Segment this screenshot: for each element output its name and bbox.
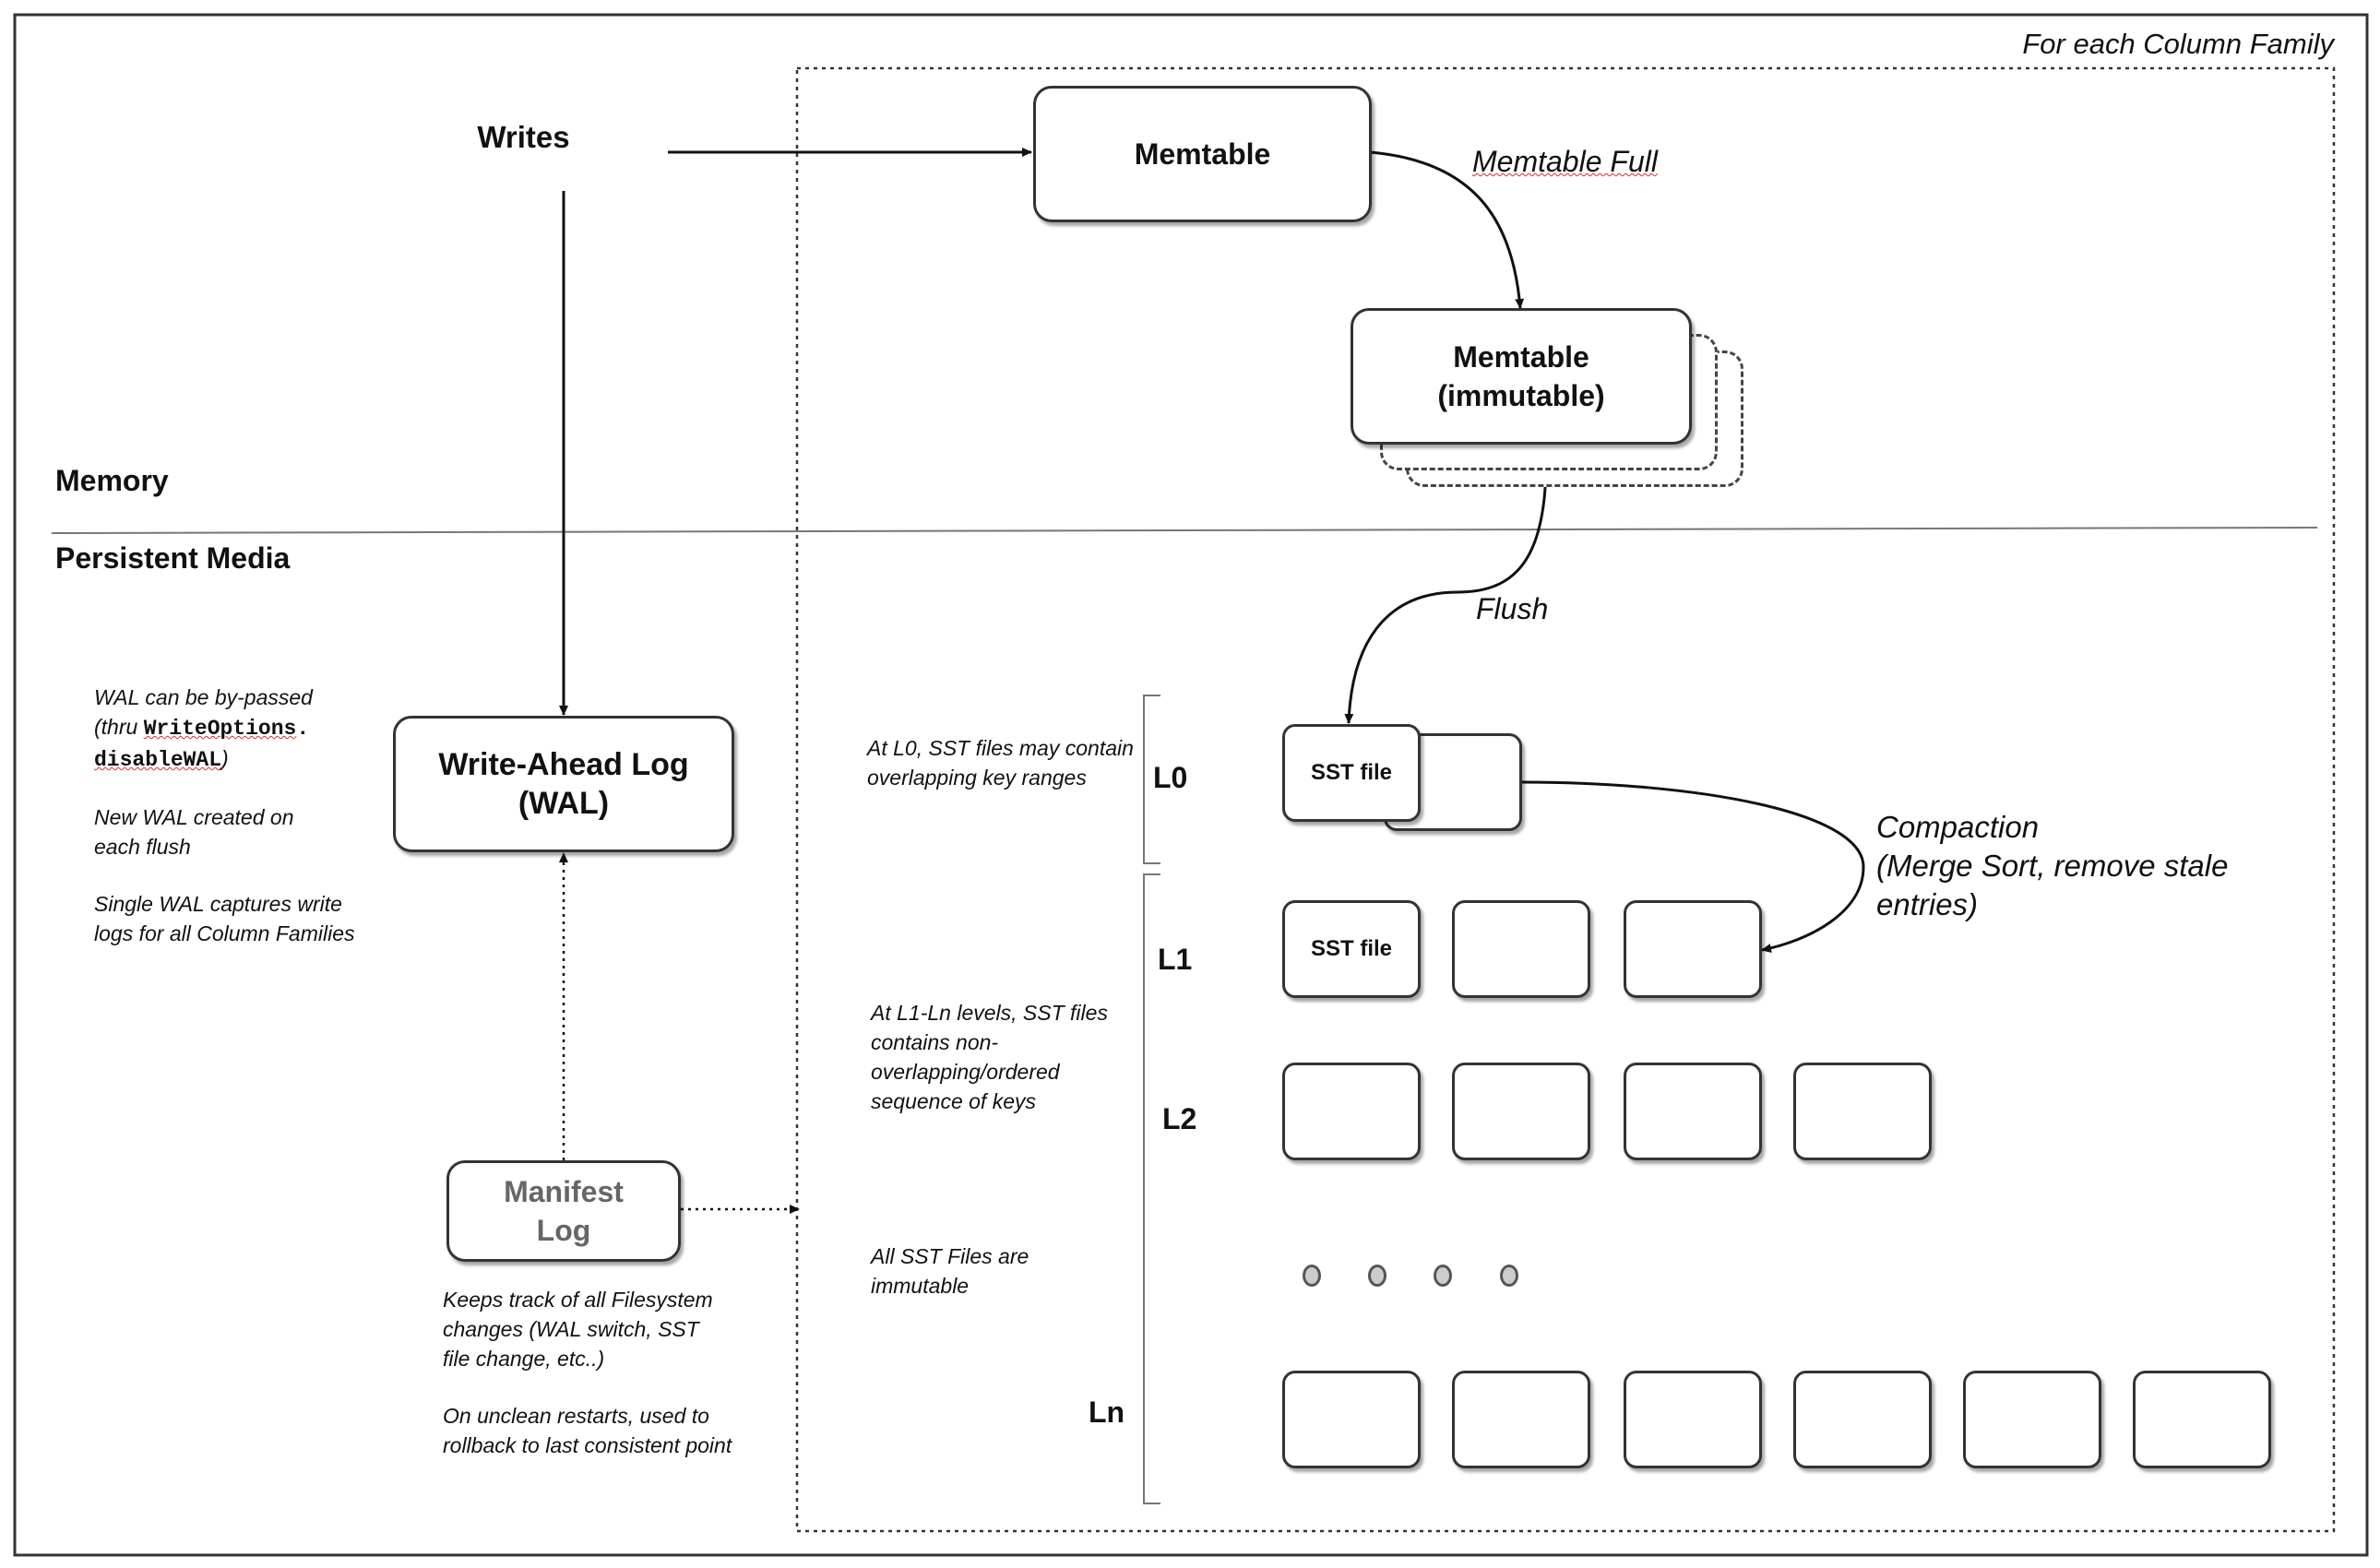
level-ln-label: Ln [1089,1396,1125,1429]
l1-ln-note: At L1-Ln levels, SST files contains non-… [871,1001,1108,1113]
ln-sst-file-6[interactable] [2133,1371,2271,1468]
flush-arrow [1344,460,1548,724]
compaction-arrow [1519,780,1865,953]
disable-wal-code: disableWAL [94,748,222,772]
wal-line1: Write-Ahead Log [438,747,689,782]
immutable-memtable-box[interactable]: Memtable (immutable) [1351,308,1692,445]
l0-sst-file-label: SST file [1310,760,1393,785]
wal-box[interactable]: Write-Ahead Log (WAL) [393,716,734,852]
compaction-line1: Compaction [1876,810,2040,844]
memory-persistent-divider [51,527,2318,534]
memtable-full-label: Memtable Full [1472,145,1658,178]
l0-bracket [1143,695,1160,864]
manifest-line2: Log [536,1214,591,1247]
level-l0-label: L0 [1153,761,1188,794]
l2-sst-file-4[interactable] [1793,1063,1932,1160]
write-options-code: WriteOptions [143,717,297,741]
l1-sst-file-label: SST file [1310,936,1393,961]
ln-sst-file-3[interactable] [1624,1371,1762,1468]
l1-ln-bracket [1143,873,1160,1504]
l2-sst-file-1[interactable] [1282,1063,1421,1160]
single-wal-note: Single WAL captures write logs for all C… [94,892,355,945]
wal-line2: (WAL) [518,786,610,821]
persistent-media-label: Persistent Media [55,541,291,575]
compaction-line2: (Merge Sort, remove stale [1876,849,2229,883]
ellipsis-dot [1303,1265,1321,1287]
memtable-label: Memtable [1134,137,1271,171]
manifest-notes: Keeps track of all Filesystem changes (W… [443,1285,756,1460]
l0-sst-file[interactable]: SST file [1282,724,1421,822]
column-family-region [795,66,2336,1533]
immutable-note: All SST Files are immutable [871,1244,1029,1298]
l2-sst-file-3[interactable] [1624,1063,1762,1160]
l1-sst-file-2[interactable] [1452,900,1590,998]
ln-sst-file-5[interactable] [1963,1371,2101,1468]
manifest-log-box[interactable]: Manifest Log [446,1160,681,1262]
compaction-label: Compaction (Merge Sort, remove stale ent… [1876,808,2228,924]
column-family-scope-label: For each Column Family [2022,28,2334,60]
ellipsis-dot [1500,1265,1518,1287]
compaction-line3: entries) [1876,887,1979,921]
l0-note: At L0, SST files may contain overlapping… [867,736,1134,790]
memtable-full-arrow [1369,150,1525,309]
l2-sst-file-2[interactable] [1452,1063,1590,1160]
level-l2-label: L2 [1162,1102,1197,1135]
l1-sst-file-1[interactable]: SST file [1282,900,1421,998]
writes-label: Writes [477,120,570,154]
wal-notes: WAL can be by-passed(thru WriteOptions.d… [94,683,371,948]
immutable-memtable-line1: Memtable [1453,340,1589,374]
manifest-track-note: Keeps track of all Filesystem changes (W… [443,1288,713,1371]
flush-label: Flush [1476,592,1549,625]
ln-sst-file-2[interactable] [1452,1371,1590,1468]
manifest-rollback-note: On unclean restarts, used to rollback to… [443,1404,732,1457]
level-l1-label: L1 [1158,943,1193,976]
ellipsis-dot [1434,1265,1452,1287]
manifest-line1: Manifest [504,1175,624,1208]
new-wal-note: New WAL created on each flush [94,805,294,859]
ellipsis-dot [1368,1265,1386,1287]
wal-bypass-note: WAL can be by-passed(thru WriteOptions.d… [94,685,313,772]
ln-sst-file-4[interactable] [1793,1371,1932,1468]
l1-sst-file-3[interactable] [1624,900,1762,998]
immutable-memtable-line2: (immutable) [1437,379,1605,412]
ln-sst-file-1[interactable] [1282,1371,1421,1468]
memory-label: Memory [55,464,169,497]
memtable-box[interactable]: Memtable [1033,86,1372,222]
outer-frame [13,13,2369,1557]
